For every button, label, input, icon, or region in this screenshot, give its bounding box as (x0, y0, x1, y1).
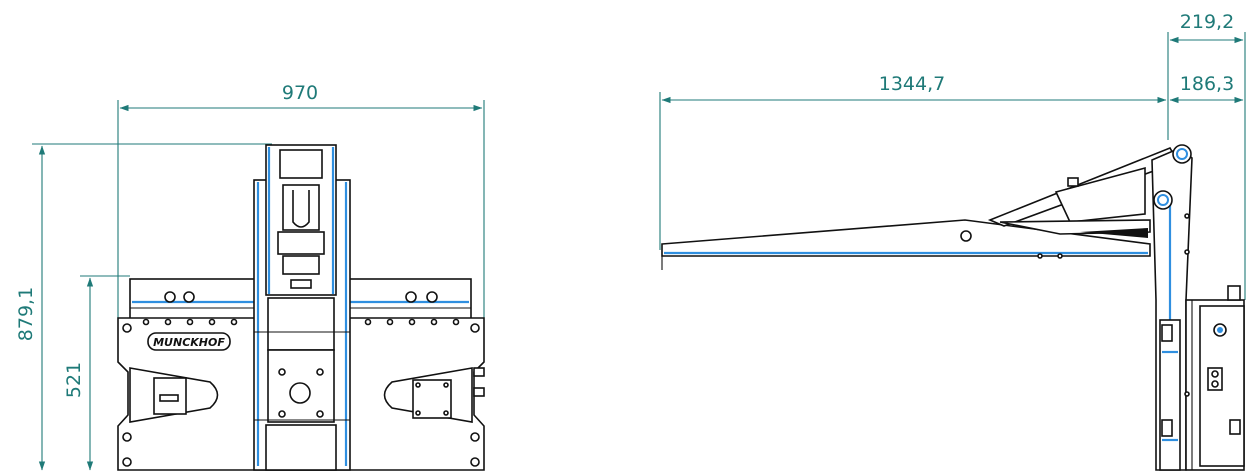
side-jib-arm (661, 146, 1180, 270)
svg-text:MUNCKHOF: MUNCKHOF (153, 336, 225, 349)
dimension-label-front-width: 970 (282, 82, 318, 104)
dimension-label-side-outer: 219,2 (1180, 11, 1234, 33)
dimension-side-offsets (1167, 32, 1246, 300)
dimension-front-width (117, 100, 485, 318)
dimension-label-side-length: 1344,7 (879, 73, 945, 95)
mounting-holes (122, 318, 480, 467)
dimension-front-height (32, 143, 272, 471)
side-view: 1344,7 186,3 219,2 (659, 11, 1246, 471)
dimension-front-frame-height (80, 275, 130, 471)
dimension-label-front-height: 879,1 (15, 287, 37, 341)
dimension-side-length (659, 92, 1167, 250)
dimension-label-side-inner: 186,3 (1180, 73, 1234, 95)
front-mast (253, 179, 351, 471)
dimension-label-front-frame-height: 521 (63, 362, 85, 398)
front-upper-carriage (265, 144, 337, 296)
brand-logo: MUNCKHOF (147, 332, 231, 351)
side-mast (1151, 144, 1193, 471)
side-frame-block (1184, 213, 1245, 471)
front-view: 970 879,1 521 (15, 82, 485, 471)
